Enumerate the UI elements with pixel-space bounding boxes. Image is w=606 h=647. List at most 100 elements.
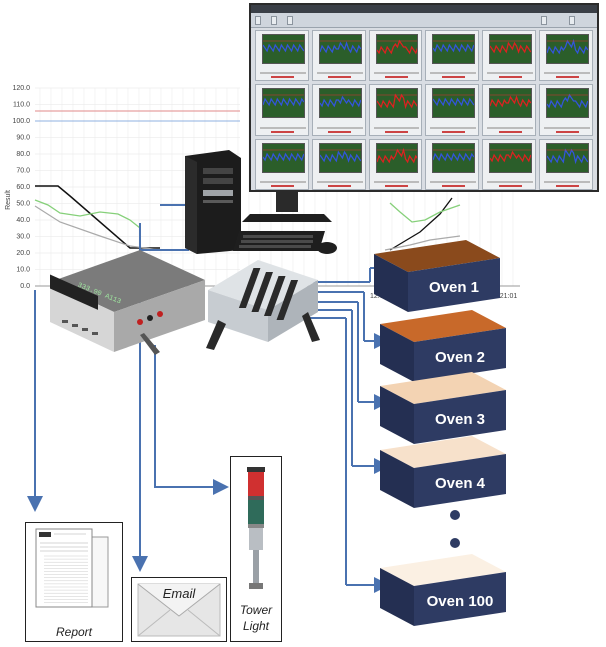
monitor-cell-detail bbox=[544, 72, 590, 79]
oven-label: Oven 2 bbox=[435, 349, 485, 366]
chart-y-tick-label: 40.0 bbox=[16, 217, 30, 224]
monitor-cell-detail bbox=[260, 126, 306, 133]
daq-chassis-icon bbox=[206, 260, 320, 350]
monitor-plot-cell[interactable] bbox=[539, 30, 593, 82]
keyboard-icon bbox=[233, 231, 325, 251]
monitor-mini-plot bbox=[546, 88, 589, 119]
monitor-plot-cell[interactable] bbox=[539, 84, 593, 136]
oven-top bbox=[380, 554, 506, 586]
monitor-cell-detail bbox=[430, 126, 477, 133]
monitor-plot-cell[interactable] bbox=[368, 84, 423, 136]
monitor-plot-cell[interactable] bbox=[311, 84, 366, 136]
oven-4[interactable]: Oven 4 bbox=[380, 436, 506, 508]
tower-light-caption-line1: Tower bbox=[239, 603, 273, 617]
chart-y-tick-label: 20.0 bbox=[16, 250, 30, 257]
monitor-mini-plot bbox=[546, 142, 589, 173]
toolbar-button[interactable] bbox=[569, 16, 575, 25]
chart-y-tick-label: 10.0 bbox=[16, 267, 30, 274]
oven-label: Oven 4 bbox=[435, 475, 486, 492]
report-caption: Report bbox=[55, 625, 93, 639]
monitor-plot-cell[interactable] bbox=[482, 30, 537, 82]
monitor-cell-detail bbox=[487, 72, 534, 79]
monitor-plot-cell[interactable] bbox=[255, 84, 309, 136]
chart-y-tick-label: 60.0 bbox=[16, 184, 30, 191]
monitor-cell-detail bbox=[316, 72, 363, 79]
oven-top bbox=[380, 372, 506, 404]
monitor-mini-plot bbox=[375, 142, 419, 173]
mouse-icon bbox=[317, 242, 337, 254]
oven-front-side bbox=[408, 258, 500, 312]
monitor-mini-plot bbox=[432, 88, 476, 119]
chart-y-tick-label: 0.0 bbox=[20, 283, 30, 290]
monitor-plot-cell[interactable] bbox=[255, 30, 309, 82]
monitor-plot-cell[interactable] bbox=[368, 30, 423, 82]
toolbar-button[interactable] bbox=[287, 16, 293, 25]
monitor-plot-cell[interactable] bbox=[255, 138, 309, 190]
envelope-icon bbox=[137, 583, 221, 637]
monitor-plot-cell[interactable] bbox=[425, 30, 480, 82]
chart-y-tick-label: 70.0 bbox=[16, 168, 30, 175]
monitor-cell-detail bbox=[260, 180, 306, 187]
oven-left-side bbox=[380, 386, 414, 444]
monitor-mini-plot bbox=[375, 88, 419, 119]
oven-top bbox=[380, 436, 506, 468]
oven-left-side bbox=[380, 450, 414, 508]
report-box: Report bbox=[25, 522, 123, 642]
monitor-plot-cell[interactable] bbox=[311, 138, 366, 190]
chart-y-label: Result bbox=[5, 190, 12, 210]
monitor-cell-detail bbox=[487, 126, 534, 133]
monitor-mini-plot bbox=[318, 88, 362, 119]
oven-3[interactable]: Oven 3 bbox=[380, 372, 506, 444]
monitor-plot-cell[interactable] bbox=[311, 30, 366, 82]
monitor-plot-cell[interactable] bbox=[482, 138, 537, 190]
chart-x-tick-2: 16:21:01 bbox=[490, 293, 517, 300]
monitor-cell-detail bbox=[487, 180, 534, 187]
chart-curve-green bbox=[34, 199, 141, 229]
monitor-cell-detail bbox=[373, 126, 420, 133]
chart-y-tick-label: 120.0 bbox=[12, 85, 30, 92]
monitor-mini-plot bbox=[262, 88, 305, 119]
oven-label: Oven 1 bbox=[429, 279, 479, 296]
monitor-cell-detail bbox=[316, 126, 363, 133]
monitor-mini-plot bbox=[489, 142, 533, 173]
monitor-cell-detail bbox=[373, 72, 420, 79]
toolbar-button[interactable] bbox=[255, 16, 261, 25]
oven-2[interactable]: Oven 2 bbox=[380, 310, 506, 382]
oven-top bbox=[374, 240, 500, 272]
tower-light-box: Tower Light bbox=[230, 456, 282, 642]
monitor-plot-cell[interactable] bbox=[482, 84, 537, 136]
to-tower-line bbox=[154, 345, 229, 495]
chart-y-tick-label: 50.0 bbox=[16, 201, 30, 208]
monitor-mini-plot bbox=[432, 142, 476, 173]
oven-top bbox=[380, 310, 506, 342]
monitor-mini-plot bbox=[432, 34, 476, 64]
oven-5[interactable]: Oven 100 bbox=[380, 554, 506, 626]
tower-light-icon bbox=[247, 467, 265, 589]
monitor-plot-cell[interactable] bbox=[539, 138, 593, 190]
toolbar-button[interactable] bbox=[271, 16, 277, 25]
toolbar-button[interactable] bbox=[541, 16, 547, 25]
chart-curve-gray-right bbox=[384, 235, 461, 251]
monitor-plot-cell[interactable] bbox=[368, 138, 423, 190]
oven-label: Oven 100 bbox=[427, 593, 494, 610]
monitor-mini-plot bbox=[489, 34, 533, 64]
oven-1[interactable]: Oven 1 bbox=[374, 240, 500, 312]
oven-left-side bbox=[374, 254, 408, 312]
monitor-cell-detail bbox=[316, 180, 363, 187]
multimeter-icon bbox=[50, 250, 205, 355]
monitor-mini-plot bbox=[489, 88, 533, 119]
oven-front-side bbox=[414, 390, 506, 444]
report-document-icon bbox=[35, 528, 109, 608]
more-ovens-ellipsis bbox=[450, 510, 460, 548]
monitor-mini-plot bbox=[262, 142, 305, 173]
monitor-plot-cell[interactable] bbox=[425, 138, 480, 190]
monitor-plot-cell[interactable] bbox=[425, 84, 480, 136]
monitor-mini-plot bbox=[262, 34, 305, 64]
chart-y-tick-label: 80.0 bbox=[16, 151, 30, 158]
oven-left-side bbox=[380, 568, 414, 626]
pc-tower-icon bbox=[185, 150, 241, 254]
chart-y-tick-label: 90.0 bbox=[16, 135, 30, 142]
oven-front-side bbox=[414, 328, 506, 382]
monitor-mini-plot bbox=[546, 34, 589, 64]
